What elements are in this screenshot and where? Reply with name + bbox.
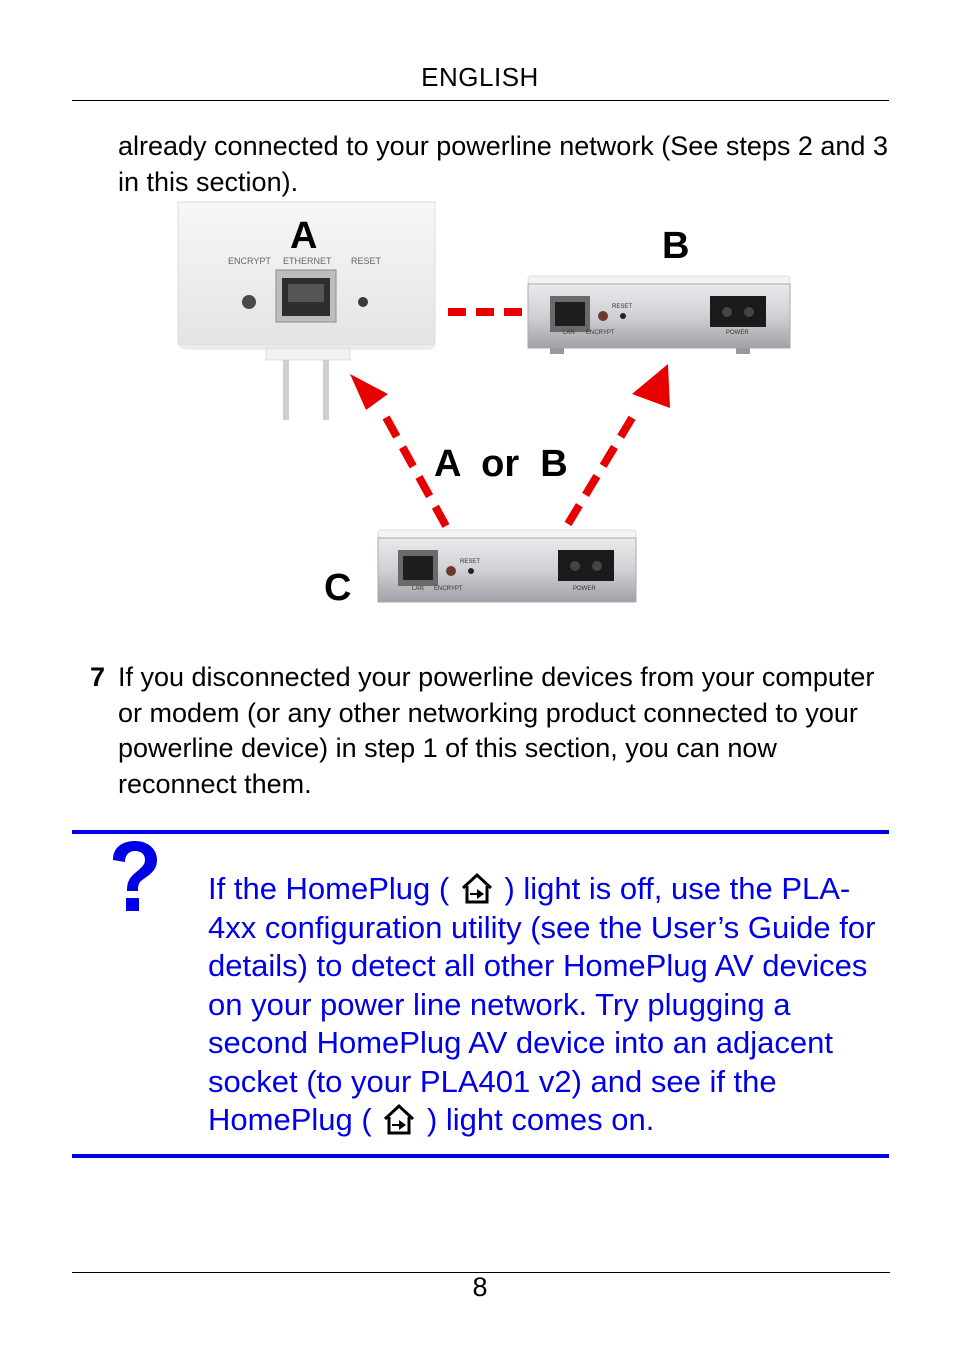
step-number: 7 [90,662,106,692]
device-a-reset-label: RESET [351,256,382,266]
homeplug-icon [382,1102,416,1136]
question-mark-icon [108,840,160,916]
arrow-c-to-a-head [350,374,388,410]
intro-paragraph: already connected to your powerline netw… [118,131,888,197]
device-a-ethernet-label: ETHERNET [283,256,332,266]
device-c-power-label: POWER [573,586,596,592]
note-part-2: ) light is off, use the PLA-4xx configur… [208,871,876,1137]
note-part-1: If the HomePlug ( [208,871,450,906]
connection-diagram: ENCRYPT ETHERNET RESET A RESET LAN ENCRY… [177,201,791,609]
device-a-reset-hole [358,297,368,307]
note-bottom-rule [72,1154,889,1158]
device-a: ENCRYPT ETHERNET RESET A [177,201,436,420]
device-a-encrypt-button [242,295,256,309]
connection-figure: ENCRYPT ETHERNET RESET A RESET LAN ENCRY… [170,198,810,618]
label-c: C [324,567,351,609]
device-c-lan-label: LAN [412,586,424,592]
note-part-3: ) light comes on. [426,1102,655,1137]
device-c-power-socket [558,550,614,581]
homeplug-icon [460,871,494,905]
device-c-reset-label: RESET [460,559,480,565]
device-c-encrypt-label: ENCRYPT [434,586,463,592]
running-header: ENGLISH [421,62,539,92]
note-text: If the HomePlug ( ) light is off, use th… [208,870,898,1140]
device-b: RESET LAN ENCRYPT POWER B [527,225,791,354]
arrow-c-to-b [564,405,642,527]
footer-divider [72,1272,890,1273]
arrow-c-to-b-head [632,364,670,408]
device-b-power-label: POWER [726,330,749,336]
device-b-reset-label: RESET [612,304,632,310]
label-a-or-b: A or B [434,443,568,485]
label-a: A [290,215,317,257]
device-b-power-socket [710,296,766,327]
device-c: RESET LAN ENCRYPT POWER C [324,529,637,609]
device-b-lan-label: LAN [563,330,575,336]
page-number: 8 [472,1272,488,1302]
label-b: B [662,225,689,267]
device-a-encrypt-label: ENCRYPT [228,256,271,266]
device-b-encrypt-label: ENCRYPT [586,330,615,336]
header-divider [72,100,889,101]
arrow-c-to-a [378,408,450,528]
step-text: If you disconnected your powerline devic… [118,662,875,799]
note-top-rule [72,830,889,834]
